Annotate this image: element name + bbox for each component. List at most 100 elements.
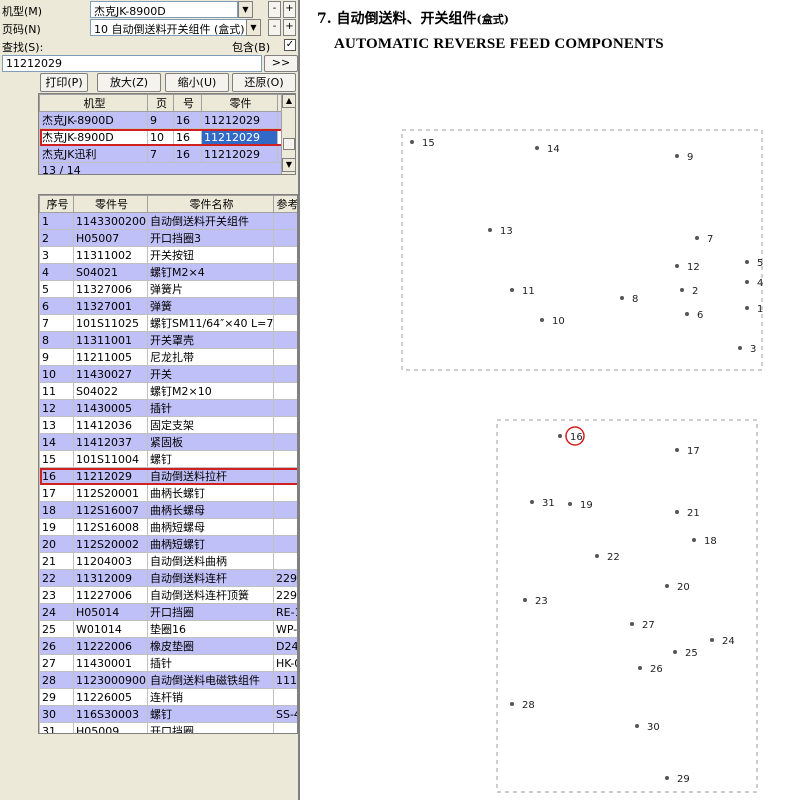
search-go-button[interactable]: >> xyxy=(264,55,298,72)
results-header-part[interactable]: 零件 xyxy=(201,94,278,112)
parts-cell-ref xyxy=(273,263,297,281)
callout-label: 29 xyxy=(677,774,690,785)
restore-button[interactable]: 还原(O) xyxy=(232,73,296,92)
callout-label: 25 xyxy=(685,648,698,659)
callout-label: 7 xyxy=(707,234,713,245)
parts-cell-code: S04021 xyxy=(73,263,148,281)
callout-marker xyxy=(673,650,677,654)
results-header-no[interactable]: 号 xyxy=(173,94,202,112)
parts-search-panel: 机型(M) 杰克JK-8900D ▼ - + 页码(N) 10 自动倒送料开关组… xyxy=(0,0,300,800)
results-row[interactable]: 杰克JK迅利 7 16 11212029 E xyxy=(39,145,284,163)
callout-marker xyxy=(675,448,679,452)
parts-cell-code: 11312009 xyxy=(73,569,148,587)
zoom-in-button[interactable]: 放大(Z) xyxy=(97,73,161,92)
callout-label: 28 xyxy=(522,700,535,711)
callout-label: 18 xyxy=(704,536,717,547)
page-minus-button[interactable]: - xyxy=(268,19,281,36)
callout-14: 14 xyxy=(535,144,560,155)
parts-cell-code: 11430001 xyxy=(73,654,148,672)
results-scroll-thumb[interactable] xyxy=(283,138,295,150)
parts-cell-name: 自动倒送料连杆顶簧 xyxy=(147,586,274,604)
page-dropdown-arrow-icon[interactable]: ▼ xyxy=(246,19,261,36)
search-input[interactable]: 11212029 xyxy=(2,55,262,72)
results-header-model[interactable]: 机型 xyxy=(39,94,148,112)
parts-cell-ref xyxy=(273,348,297,366)
page-row: 页码(N) 10 自动倒送料开关组件 (盒式) ▼ - + xyxy=(0,18,300,36)
results-scroll-up-icon[interactable]: ▲ xyxy=(282,94,295,108)
results-cell-no: 16 xyxy=(173,111,202,129)
parts-cell-code: 11412036 xyxy=(73,416,148,434)
parts-cell-code: H05009 xyxy=(73,722,148,733)
model-label: 机型(M) xyxy=(2,5,43,18)
parts-cell-name: 连杆销 xyxy=(147,688,274,706)
page-select[interactable]: 10 自动倒送料开关组件 (盒式) xyxy=(90,19,248,36)
parts-cell-no: 31 xyxy=(39,722,74,733)
parts-header-name[interactable]: 零件名称 xyxy=(147,195,274,213)
model-minus-button[interactable]: - xyxy=(268,1,281,18)
results-row-selected[interactable]: 杰克JK-8900D 10 16 11212029 E xyxy=(39,128,284,146)
include-checkbox[interactable]: ✓ xyxy=(284,39,296,51)
callout-label: 15 xyxy=(422,138,435,149)
parts-cell-ref xyxy=(273,331,297,349)
print-button[interactable]: 打印(P) xyxy=(40,73,88,92)
parts-cell-code: 101S11004 xyxy=(73,450,148,468)
results-header-page[interactable]: 页 xyxy=(147,94,174,112)
parts-header-no[interactable]: 序号 xyxy=(39,195,74,213)
callout-marker xyxy=(638,666,642,670)
parts-cell-no: 12 xyxy=(39,399,74,417)
search-input-row: 11212029 >> xyxy=(0,54,300,72)
parts-cell-code: 11211005 xyxy=(73,348,148,366)
model-select[interactable]: 杰克JK-8900D xyxy=(90,1,238,18)
callout-label: 6 xyxy=(697,310,703,321)
parts-cell-name: 开关按钮 xyxy=(147,246,274,264)
parts-cell-ref xyxy=(273,365,297,383)
parts-cell-code: W01014 xyxy=(73,620,148,638)
results-scroll-down-icon[interactable]: ▼ xyxy=(282,158,295,172)
callout-label: 8 xyxy=(632,294,638,305)
parts-header-ref[interactable]: 参考 xyxy=(273,195,297,213)
model-dropdown-arrow-icon[interactable]: ▼ xyxy=(238,1,253,18)
parts-cell-name: 弹簧 xyxy=(147,297,274,315)
page-plus-button[interactable]: + xyxy=(283,19,296,36)
parts-row[interactable]: 2611222006橡皮垫圈D246 xyxy=(39,637,297,655)
results-scrollbar[interactable]: ▲ ▼ xyxy=(281,94,295,174)
results-cell-page: 10 xyxy=(147,128,174,146)
zoom-out-button[interactable]: 缩小(U) xyxy=(165,73,229,92)
results-row[interactable]: 杰克JK-8900D 9 16 11212029 E xyxy=(39,111,284,129)
model-plus-button[interactable]: + xyxy=(283,1,296,18)
parts-cell-code: 101S11025 xyxy=(73,314,148,332)
parts-header-code[interactable]: 零件号 xyxy=(73,195,148,213)
callout-marker xyxy=(630,622,634,626)
